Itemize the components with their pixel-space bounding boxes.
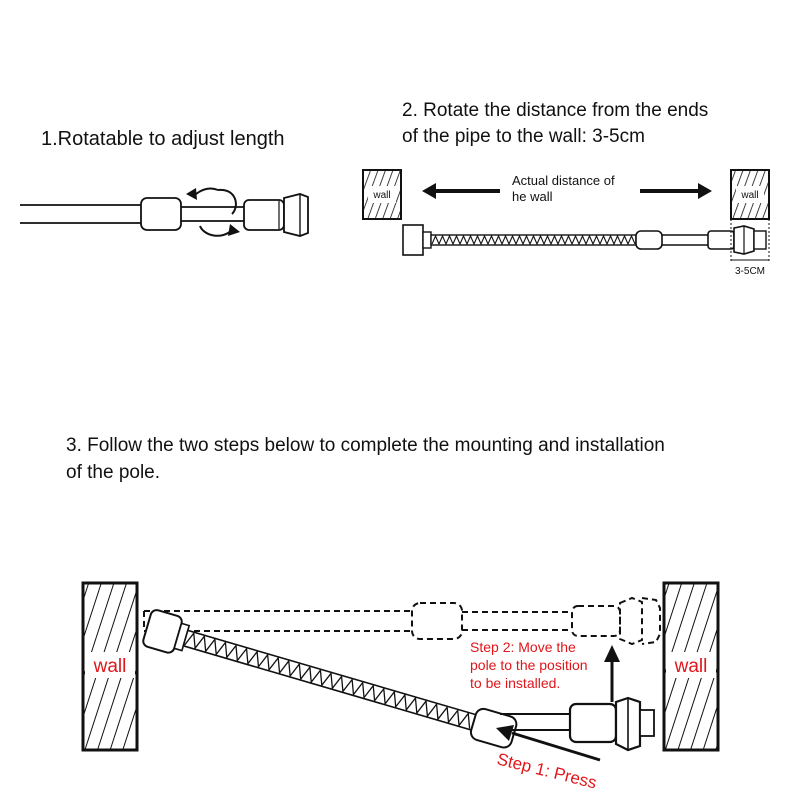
sleeve	[243, 199, 285, 231]
step3-title-line1: 3. Follow the two steps below to complet…	[66, 435, 665, 456]
step2-title-line2: of the pipe to the wall: 3-5cm	[402, 126, 645, 147]
wall-left-small: wall	[362, 169, 402, 220]
pole-small-left-cap	[402, 224, 424, 256]
tilted-pole	[142, 609, 518, 749]
press-arrow-shaft	[511, 731, 601, 762]
step2-title-line1: 2. Rotate the distance from the ends	[402, 100, 709, 121]
step3-title: 3. Follow the two steps below to complet…	[66, 432, 786, 486]
distance-illustration: wall wall	[362, 169, 770, 277]
step2-note: Step 2: Move the pole to the position to…	[470, 639, 588, 691]
installation-illustration: wall wall	[81, 581, 720, 793]
wall-right-large: wall	[662, 581, 720, 752]
end-cap	[283, 193, 309, 237]
step1-title: 1.Rotatable to adjust length	[41, 128, 285, 150]
tilted-pole-spring	[182, 629, 477, 731]
move-up-arrow-head	[604, 645, 620, 662]
actual-distance-label: Actual distance of he wall	[512, 173, 672, 205]
wall-right-small-label: wall	[740, 190, 758, 201]
pole-moving-sleeve	[568, 702, 618, 744]
gap-indicator: 3-5CM	[730, 219, 770, 277]
gap-label: 3-5CM	[735, 266, 765, 277]
target-position-pole	[143, 596, 661, 646]
rotation-arrowhead-bottom	[228, 224, 240, 236]
wall-left-large-label: wall	[93, 656, 127, 677]
actual-distance-label-line1: Actual distance of	[512, 173, 615, 188]
arrow-right-head	[698, 183, 712, 199]
wall-right-small: wall	[730, 169, 770, 220]
wall-right-large-label: wall	[674, 656, 708, 677]
rotation-arrowhead-top	[186, 188, 197, 200]
pole-small	[402, 224, 767, 256]
rotation-arrow-top	[217, 188, 237, 215]
tube-collar	[140, 197, 182, 231]
step2-note-line1: Step 2: Move the	[470, 639, 576, 655]
rotation-arrow-bottom	[199, 225, 233, 237]
step3-title-line2: of the pole.	[66, 462, 161, 483]
pole-moving-end	[500, 696, 655, 752]
wall-left-small-label: wall	[372, 190, 390, 201]
step2-note-line2: pole to the position	[470, 657, 588, 673]
wall-left-large: wall	[81, 581, 139, 752]
arrow-left-head	[422, 183, 436, 199]
pole-small-sleeve	[707, 230, 735, 250]
step2-note-line3: to be installed.	[470, 675, 560, 691]
press-arrow-head	[496, 725, 514, 741]
pole-small-collar	[635, 230, 663, 250]
step2-title: 2. Rotate the distance from the ends of …	[402, 98, 782, 150]
rotatable-pole-illustration	[20, 187, 309, 237]
actual-distance-label-line2: he wall	[512, 189, 553, 204]
